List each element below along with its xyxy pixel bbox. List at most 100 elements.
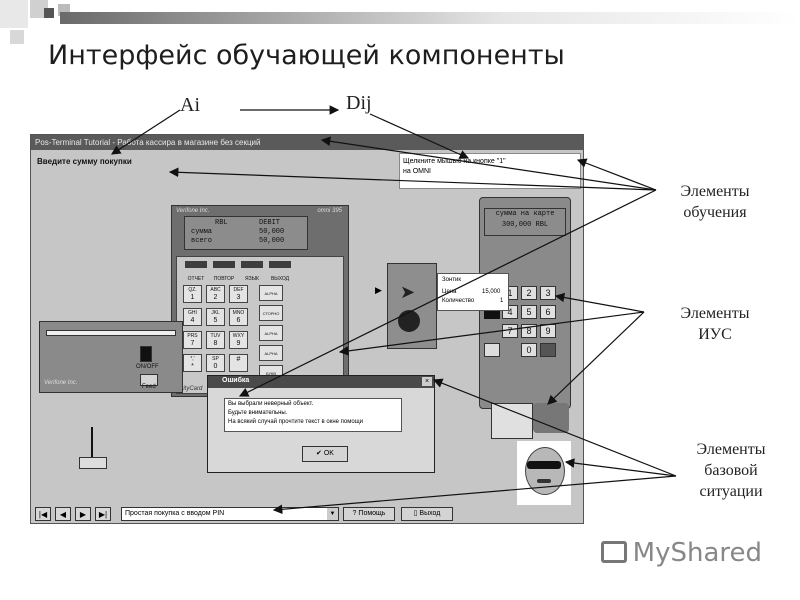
dialog-line: Будьте внимательны. [228,410,288,416]
keypad-key[interactable]: QZ.1 [183,285,202,303]
nav-button[interactable]: ◀ [55,507,71,521]
cardholder-hand [533,403,569,433]
terminal-model: omni 395 [317,208,342,214]
side-key[interactable]: ALPHA [259,285,283,301]
customer-face [525,447,565,495]
deco-square [0,0,28,28]
arrow-train-title [320,136,657,191]
key-cap [213,261,235,268]
object-panel: ➤ [387,263,437,349]
side-key[interactable]: ALPHA [259,345,283,361]
pinpad-key[interactable]: 0 [521,343,537,357]
door-icon: ▯ [413,510,418,517]
dialog-title: Ошибка [222,377,250,384]
cursor-object-icon[interactable]: ➤ [400,282,416,302]
feed-label: Feed [142,384,156,390]
key-letters: ABC [210,287,221,293]
arrow-ai-to-prompt [110,109,181,155]
customer-mouth [537,479,551,483]
dialog-close-button[interactable]: × [422,377,432,386]
presentation-icon [600,541,627,563]
key-letters: *,' [190,356,195,362]
pinpad-key[interactable]: 6 [540,305,556,319]
help-button[interactable]: ? Помощь [343,507,395,521]
window-titlebar: Pos-Terminal Tutorial - Работа кассира в… [31,135,583,150]
label-line: Элементы [680,305,750,322]
pinpad-cancel-key[interactable] [484,343,500,357]
receipt-qty-label: Количество [442,298,475,304]
dialog-titlebar [208,376,434,388]
pinpad-key[interactable]: 5 [521,305,537,319]
task-prompt: Введите сумму покупки [37,157,132,166]
bank-card[interactable] [491,403,533,439]
printer-brand: Verifone Inc. [44,380,78,386]
brand-text: MyShared [632,538,762,568]
arrow-base-dialog [432,378,677,477]
key-digit: 3 [236,294,241,301]
pinpad-enter-key[interactable] [540,343,556,357]
keypad-key[interactable]: # [229,354,248,372]
function-key[interactable]: ЯЗЫК [239,261,265,282]
key-letters: GHI [188,310,197,316]
ok-label: OK [323,450,334,457]
nav-button[interactable]: ▶| [95,507,111,521]
ok-button[interactable]: ✔ OK [302,446,348,462]
key-letters: TUV [210,333,221,339]
label-line: Элементы [680,183,750,200]
function-key[interactable]: ВЫХОД [267,261,293,282]
function-key[interactable]: ОТЧЕТ [183,261,209,282]
dialog-line: На всякий случай прочтите текст в окне п… [228,419,363,425]
key-letters: SP [212,356,219,362]
pinpad-key[interactable]: 3 [540,286,556,300]
receipt-slip: Зонтик Цена 15,000 Количество 1 [437,273,509,311]
function-key[interactable]: ПОВТОР [211,261,237,282]
nav-button[interactable]: ▶ [75,507,91,521]
key-letters: PRS [187,333,198,339]
side-key[interactable]: СТОРНО [259,305,283,321]
deco-square [10,30,24,44]
pinpad-key[interactable]: 2 [521,286,537,300]
dialog-line: Вы выбрали неверный объект. [228,401,314,407]
total-label: всего [191,237,213,245]
help-label: Помощь [358,510,386,517]
key-label: ОТЧЕТ [187,276,205,282]
side-key[interactable]: ALPHA [259,325,283,341]
receipt-spike-icon [91,427,93,465]
key-digit: # [236,356,241,363]
exit-button[interactable]: ▯ Выход [401,507,453,521]
key-digit: 7 [190,340,195,347]
pos-terminal: Verifone Inc. omni 395 RBL DEBIT сумма 5… [171,205,349,397]
key-digit: * [191,363,194,370]
label-ius-elements: Элементы ИУС [660,304,770,346]
terminal-brand: Verifone Inc. [176,208,210,214]
pinpad-screen-line: 300,000 RBL [501,221,549,229]
dialog-message: Вы выбрали неверный объект. Будьте внима… [224,398,402,432]
myshared-logo: MyShared [600,538,762,568]
arrow-dij-to-hint [369,113,470,159]
feed-button[interactable] [140,374,158,386]
title-gradient-bar [60,12,800,24]
power-switch[interactable] [140,346,152,362]
label-line: базовой [704,461,758,479]
pinpad-screen: сумма на карте 300,000 RBL [484,208,566,236]
chevron-down-icon[interactable]: ▼ [327,508,338,520]
hint-line: на OMNI [403,168,431,175]
sum-label: сумма [191,228,213,236]
key-digit: 5 [213,317,218,324]
key-cap [241,261,263,268]
scenario-select[interactable]: Простая покупка с вводом PIN ▼ [121,507,339,521]
key-digit: 6 [236,317,241,324]
arrow-ius-terminal [338,311,645,356]
label-dij: Dij [346,92,372,114]
keypad-key[interactable]: *,'* [183,354,202,372]
nav-button[interactable]: |◀ [35,507,51,521]
